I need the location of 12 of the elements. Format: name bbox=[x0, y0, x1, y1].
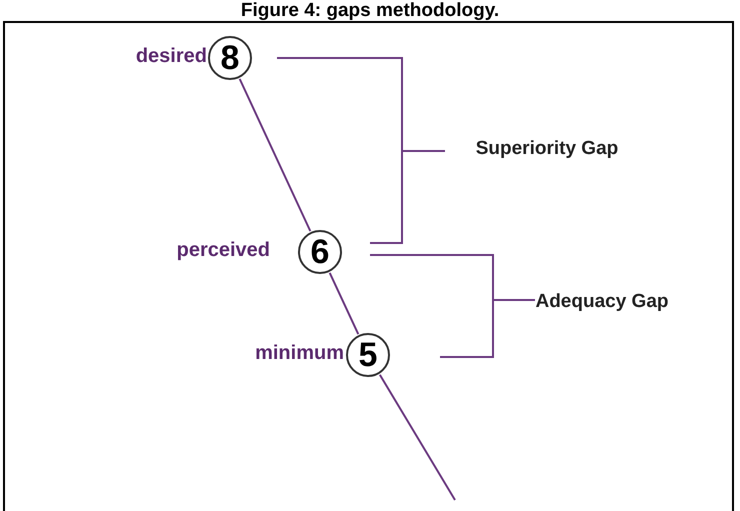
score-circle: 5 bbox=[346, 333, 390, 377]
score-label: desired bbox=[136, 45, 207, 68]
score-label: minimum bbox=[255, 342, 344, 365]
connector-line bbox=[328, 272, 360, 335]
figure-title: Figure 4: gaps methodology. bbox=[240, 0, 500, 22]
score-circle: 8 bbox=[208, 36, 252, 80]
gap-label: Adequacy Gap bbox=[534, 290, 670, 314]
score-label: perceived bbox=[176, 239, 270, 262]
score-circle: 6 bbox=[298, 230, 342, 274]
gap-label: Superiority Gap bbox=[474, 137, 620, 161]
connector-line bbox=[238, 78, 312, 232]
connector-line bbox=[378, 374, 456, 501]
